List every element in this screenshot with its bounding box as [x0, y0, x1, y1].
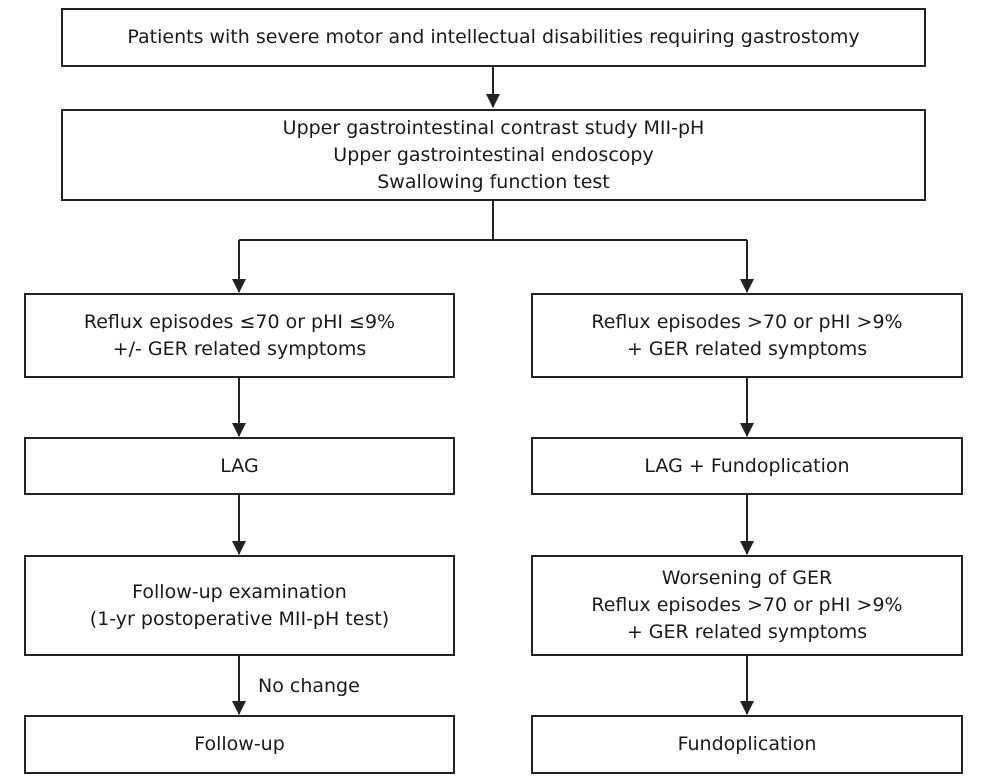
node-lag-fundoplication-line-1: LAG + Fundoplication — [644, 454, 850, 477]
node-worsening: Worsening of GER Reflux episodes >70 or … — [531, 555, 963, 656]
node-worsening-line-2: Reflux episodes >70 or pHI >9% — [591, 594, 903, 616]
node-follow-up-exam-line-1: Follow-up examination — [132, 580, 347, 603]
node-follow-up-line-1: Follow-up — [194, 733, 285, 755]
node-tests: Upper gastrointestinal contrast study MI… — [61, 109, 926, 201]
node-lag-line-1: LAG — [220, 454, 259, 477]
node-fundoplication-line-1: Fundoplication — [677, 733, 817, 755]
node-patients: Patients with severe motor and intellect… — [61, 8, 926, 67]
node-worsening-line-1: Worsening of GER — [661, 567, 833, 589]
node-worsening-line-3: + GER related symptoms — [626, 621, 868, 643]
node-high-reflux: Reflux episodes >70 or pHI >9% + GER rel… — [531, 293, 963, 378]
node-follow-up-exam: Follow-up examination (1-yr postoperativ… — [24, 555, 455, 656]
node-patients-line-1: Patients with severe motor and intellect… — [127, 26, 860, 48]
node-low-reflux-line-1: Reflux episodes ≤70 or pHI ≤9% — [83, 310, 396, 333]
node-low-reflux: Reflux episodes ≤70 or pHI ≤9% +/- GER r… — [24, 293, 455, 378]
edge-label-no-change: No change — [258, 675, 360, 697]
node-tests-line-2: Upper gastrointestinal endoscopy — [333, 143, 654, 166]
node-lag-fundoplication: LAG + Fundoplication — [531, 437, 963, 495]
node-high-reflux-line-2: + GER related symptoms — [626, 337, 868, 360]
node-high-reflux-line-1: Reflux episodes >70 or pHI >9% — [591, 310, 903, 333]
node-lag: LAG — [24, 437, 455, 495]
node-follow-up-exam-line-2: (1-yr postoperative MII-pH test) — [89, 607, 390, 630]
node-tests-line-3: Swallowing function test — [377, 170, 610, 193]
node-low-reflux-line-2: +/- GER related symptoms — [112, 337, 367, 360]
node-fundoplication: Fundoplication — [531, 715, 963, 774]
node-follow-up: Follow-up — [24, 715, 455, 774]
node-tests-line-1: Upper gastrointestinal contrast study MI… — [282, 116, 705, 139]
